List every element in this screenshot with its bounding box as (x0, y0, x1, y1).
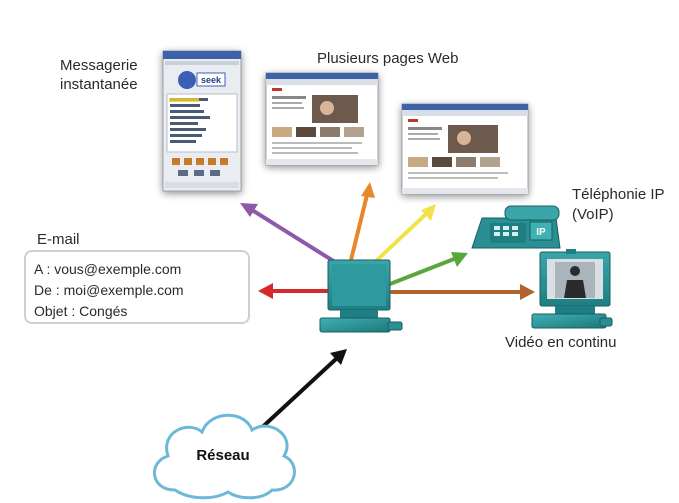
label-video: Vidéo en continu (505, 334, 617, 351)
arrow-messagerie (240, 203, 337, 264)
ip-phone: IP (471, 205, 561, 249)
phone-ip-badge: IP (536, 227, 546, 238)
arrows (240, 182, 535, 435)
arrow-video (390, 284, 535, 300)
messenger-logo-text: seek (201, 75, 222, 85)
arrow-reseau (254, 349, 347, 435)
label-telephonie-2: (VoIP) (572, 206, 614, 223)
email-to: A : vous@exemple.com (34, 261, 182, 277)
arrow-telephonie (388, 252, 468, 286)
email-subject: Objet : Congés (34, 303, 128, 319)
video-computer (531, 249, 613, 329)
email-from: De : moi@exemple.com (34, 282, 184, 298)
web-page-1 (265, 72, 379, 166)
messenger-logo-icon (178, 71, 196, 89)
arrow-email (258, 283, 329, 299)
messenger-window: seek (162, 50, 242, 192)
email-box: A : vous@exemple.com De : moi@exemple.co… (24, 250, 250, 324)
arrow-web-1 (349, 182, 375, 262)
web-page-2 (401, 103, 529, 195)
label-email: E-mail (37, 231, 80, 248)
arrow-web-2 (373, 204, 436, 264)
central-computer (319, 259, 403, 333)
label-pages-web: Plusieurs pages Web (317, 50, 459, 67)
network-cloud-icon (152, 413, 296, 500)
label-telephonie-1: Téléphonie IP (572, 186, 665, 203)
label-messagerie: Messagerie instantanée (60, 57, 138, 93)
label-reseau: Réseau (196, 447, 250, 464)
